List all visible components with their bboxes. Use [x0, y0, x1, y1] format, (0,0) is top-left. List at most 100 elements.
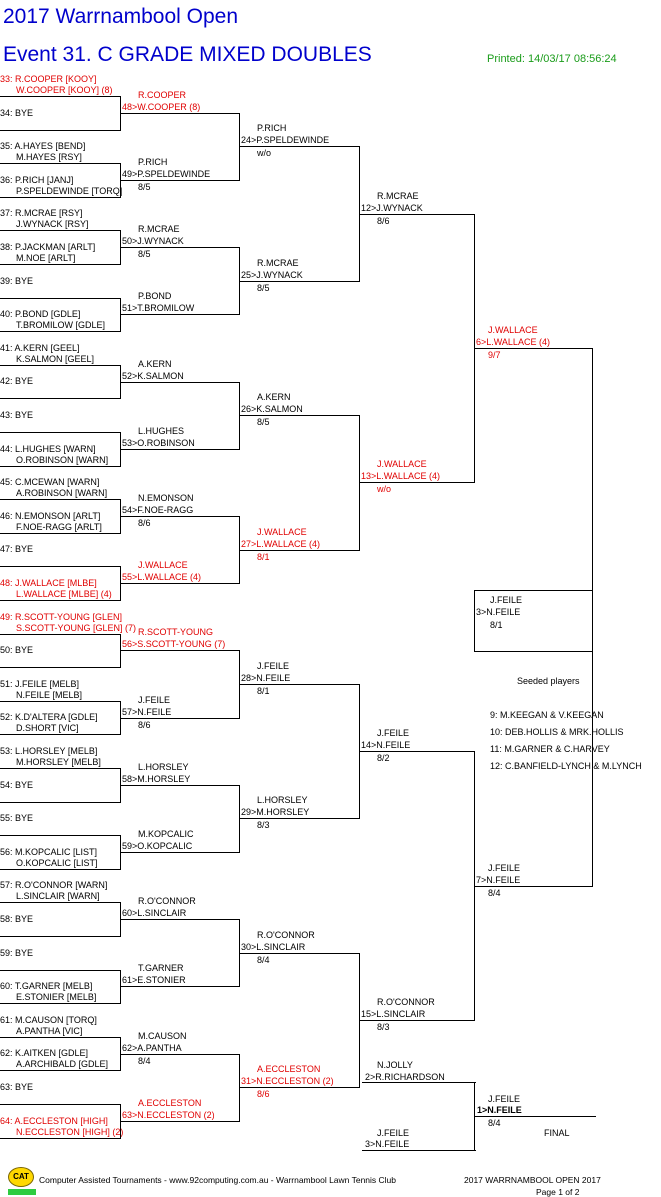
match-winner-a: R.MCRAE — [138, 224, 180, 235]
match-winner-a: J.FEILE — [490, 595, 523, 605]
player-entry: 44: L.HUGHES [WARN] — [0, 443, 96, 454]
match-winner-b: 14>N.FEILE — [361, 740, 411, 751]
bracket-line — [239, 247, 240, 316]
match-winner-a: A.KERN — [138, 358, 172, 369]
partner-entry: O.ROBINSON [WARN] — [16, 454, 109, 465]
match-winner-b: 28>N.FEILE — [241, 673, 291, 683]
match-winner-a: A.ECCLESTON — [257, 1064, 321, 1075]
bracket-line — [0, 364, 120, 366]
bracket-line — [120, 835, 121, 870]
bracket-line — [0, 1104, 120, 1105]
match-winner-a: J.FEILE — [257, 661, 290, 671]
partner-entry: L.SINCLAIR [WARN] — [16, 891, 100, 902]
bracket-line — [121, 314, 239, 316]
player-entry: 62: K.AITKEN [GDLE] — [0, 1048, 89, 1059]
bracket-line — [360, 482, 474, 484]
bracket-line — [474, 213, 475, 484]
match-winner-b: 62>A.PANTHA — [122, 1042, 182, 1053]
player-entry: 56: M.KOPCALIC [LIST] — [0, 846, 98, 857]
partner-entry: O.KOPCALIC [LIST] — [16, 857, 98, 868]
player-entry: 33: R.COOPER [KOOY] — [0, 74, 97, 84]
player-entry: 58: BYE — [0, 914, 34, 924]
match-winner-a: R.O'CONNOR — [257, 929, 315, 940]
player-entry: 54: BYE — [0, 779, 34, 790]
match-winner-a: J.FEILE — [377, 728, 410, 739]
player-entry: 64: A.ECCLESTON [HIGH] — [0, 1115, 108, 1126]
bracket-line — [121, 1053, 239, 1055]
bracket-line — [121, 112, 239, 114]
match-winner-b: 49>P.SPELDEWINDE — [122, 169, 211, 179]
bracket-line — [475, 1116, 596, 1117]
bracket-line — [0, 835, 120, 837]
player-entry: 59: BYE — [0, 947, 34, 958]
bracket-line — [239, 516, 240, 585]
match-winner-a: P.RICH — [138, 157, 168, 167]
partner-entry: M.NOE [ARLT] — [16, 253, 76, 263]
match-winner-b: 60>L.SINCLAIR — [122, 908, 187, 919]
bracket-line — [239, 1053, 240, 1122]
bracket-line — [0, 432, 120, 433]
bracket-line — [0, 264, 120, 265]
bracket-line — [0, 700, 120, 702]
bracket-line — [121, 919, 239, 921]
match-score: 8/5 — [257, 417, 270, 428]
partner-entry: A.PANTHA [VIC] — [16, 1025, 83, 1036]
cat-logo: CAT — [8, 1167, 34, 1187]
match-winner-b: 48>W.COOPER (8) — [122, 101, 201, 112]
match-winner-b: 52>K.SALMON — [122, 370, 184, 381]
bracket-line — [120, 700, 121, 736]
bracket-line — [120, 1104, 121, 1139]
printed-timestamp: Printed: 14/03/17 08:56:24 — [487, 53, 617, 65]
match-score: 9/7 — [488, 350, 501, 360]
bracket-line — [239, 919, 240, 988]
bracket-line — [0, 768, 120, 769]
page-number: Page 1 of 2 — [536, 1187, 580, 1197]
match-winner-a: R.COOPER — [138, 89, 187, 100]
partner-entry: N.FEILE [MELB] — [16, 689, 83, 700]
bracket-line — [475, 348, 592, 349]
bracket-line — [0, 196, 120, 198]
bracket-line — [359, 146, 360, 282]
bracket-line — [362, 1150, 476, 1151]
bracket-line — [120, 297, 121, 333]
match-winner-b: 55>L.WALLACE (4) — [122, 572, 201, 583]
bracket-line — [120, 432, 121, 467]
player-entry: 36: P.RICH [JANJ] — [0, 174, 74, 185]
match-winner-b: 31>N.ECCLESTON (2) — [241, 1076, 334, 1087]
match-winner-a: R.MCRAE — [377, 190, 419, 201]
bracket-line — [360, 1020, 474, 1021]
bracket-line — [120, 902, 121, 937]
player-entry: 46: N.EMONSON [ARLT] — [0, 510, 101, 521]
bracket-line — [362, 1082, 476, 1083]
partner-entry: P.SPELDEWINDE [TORQ] — [16, 185, 123, 196]
bracket-line — [121, 986, 239, 988]
final-winner-b: 1>N.FEILE — [477, 1105, 522, 1115]
player-entry: 39: BYE — [0, 275, 34, 286]
player-entry: 47: BYE — [0, 544, 34, 555]
seeded-item: 12: C.BANFIELD-LYNCH & M.LYNCH — [490, 761, 642, 771]
bracket-line — [240, 684, 359, 685]
bracket-line — [121, 516, 239, 517]
match-score: 8/5 — [138, 249, 151, 260]
bracket-line — [120, 969, 121, 1005]
match-winner-b: 59>O.KOPCALIC — [122, 841, 193, 851]
player-entry: 49: R.SCOTT-YOUNG [GLEN] — [0, 611, 123, 622]
bracket-line — [0, 96, 120, 97]
match-score: 8/1 — [257, 686, 270, 696]
bracket-line — [474, 590, 592, 591]
bracket-line — [0, 734, 120, 736]
match-winner-b: 12>J.WYNACK — [361, 202, 423, 213]
player-entry: 34: BYE — [0, 107, 34, 118]
partner-entry: M.HORSLEY [MELB] — [16, 757, 101, 767]
partner-entry: J.WYNACK [RSY] — [16, 219, 89, 230]
bracket-line — [474, 590, 475, 652]
playoff-team-a: J.FEILE — [377, 1128, 410, 1138]
player-entry: 43: BYE — [0, 410, 34, 420]
match-winner-a: R.O'CONNOR — [138, 896, 196, 907]
match-winner-b: 51>T.BROMILOW — [122, 303, 195, 314]
bracket-line — [0, 499, 120, 501]
match-score: 8/3 — [257, 820, 270, 831]
bracket-line — [0, 1137, 120, 1139]
bracket-line — [120, 163, 121, 198]
player-entry: 37: R.MCRAE [RSY] — [0, 208, 83, 219]
